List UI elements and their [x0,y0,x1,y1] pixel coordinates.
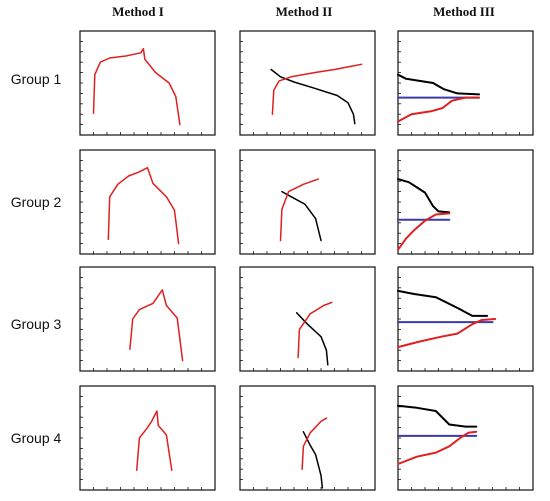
red-curve [397,96,480,123]
black-curve [295,312,329,366]
column-header-method-1: Method I [112,4,164,19]
red-curve [397,318,497,349]
panel-group-1-method-1 [79,30,216,136]
column-header-method-2: Method II [275,4,333,19]
panel-frame [79,385,216,491]
panel-group-1-method-3 [397,30,534,136]
red-curve [301,417,328,470]
red-curve [271,63,363,115]
black-curve [397,73,480,96]
panel-frame [397,385,534,491]
panel-group-1-method-2 [239,30,376,136]
row-label-group-4: Group 4 [10,430,62,446]
panel-group-2-method-2 [239,149,376,255]
panel-frame [79,149,216,255]
panel-group-3-method-3 [397,266,534,372]
row-label-group-1: Group 1 [10,71,62,87]
red-curve [92,47,181,126]
black-curve [397,404,478,428]
black-curve [397,178,451,214]
row-label-group-2: Group 2 [10,194,62,210]
panel-group-4-method-1 [79,385,216,491]
panel-frame [397,266,534,372]
panel-frame [239,149,376,255]
panel-frame [397,30,534,136]
black-curve [397,289,489,317]
red-curve [297,301,333,359]
panel-frame [79,266,216,372]
red-curve [397,430,478,465]
panel-group-2-method-1 [79,149,216,255]
column-header-method-3: Method III [433,4,495,19]
row-label-group-3: Group 3 [10,316,62,332]
red-curve [135,410,173,471]
panel-group-4-method-2 [239,385,376,491]
black-curve [281,190,322,242]
red-curve [279,178,320,242]
black-curve [302,431,324,489]
panel-group-3-method-1 [79,266,216,372]
panel-frame [79,30,216,136]
panel-frame [397,149,534,255]
panel-group-4-method-3 [397,385,534,491]
red-curve [129,289,184,362]
panel-group-3-method-2 [239,266,376,372]
red-curve [107,166,180,245]
black-curve [270,68,356,125]
red-curve [397,212,451,251]
panel-group-2-method-3 [397,149,534,255]
